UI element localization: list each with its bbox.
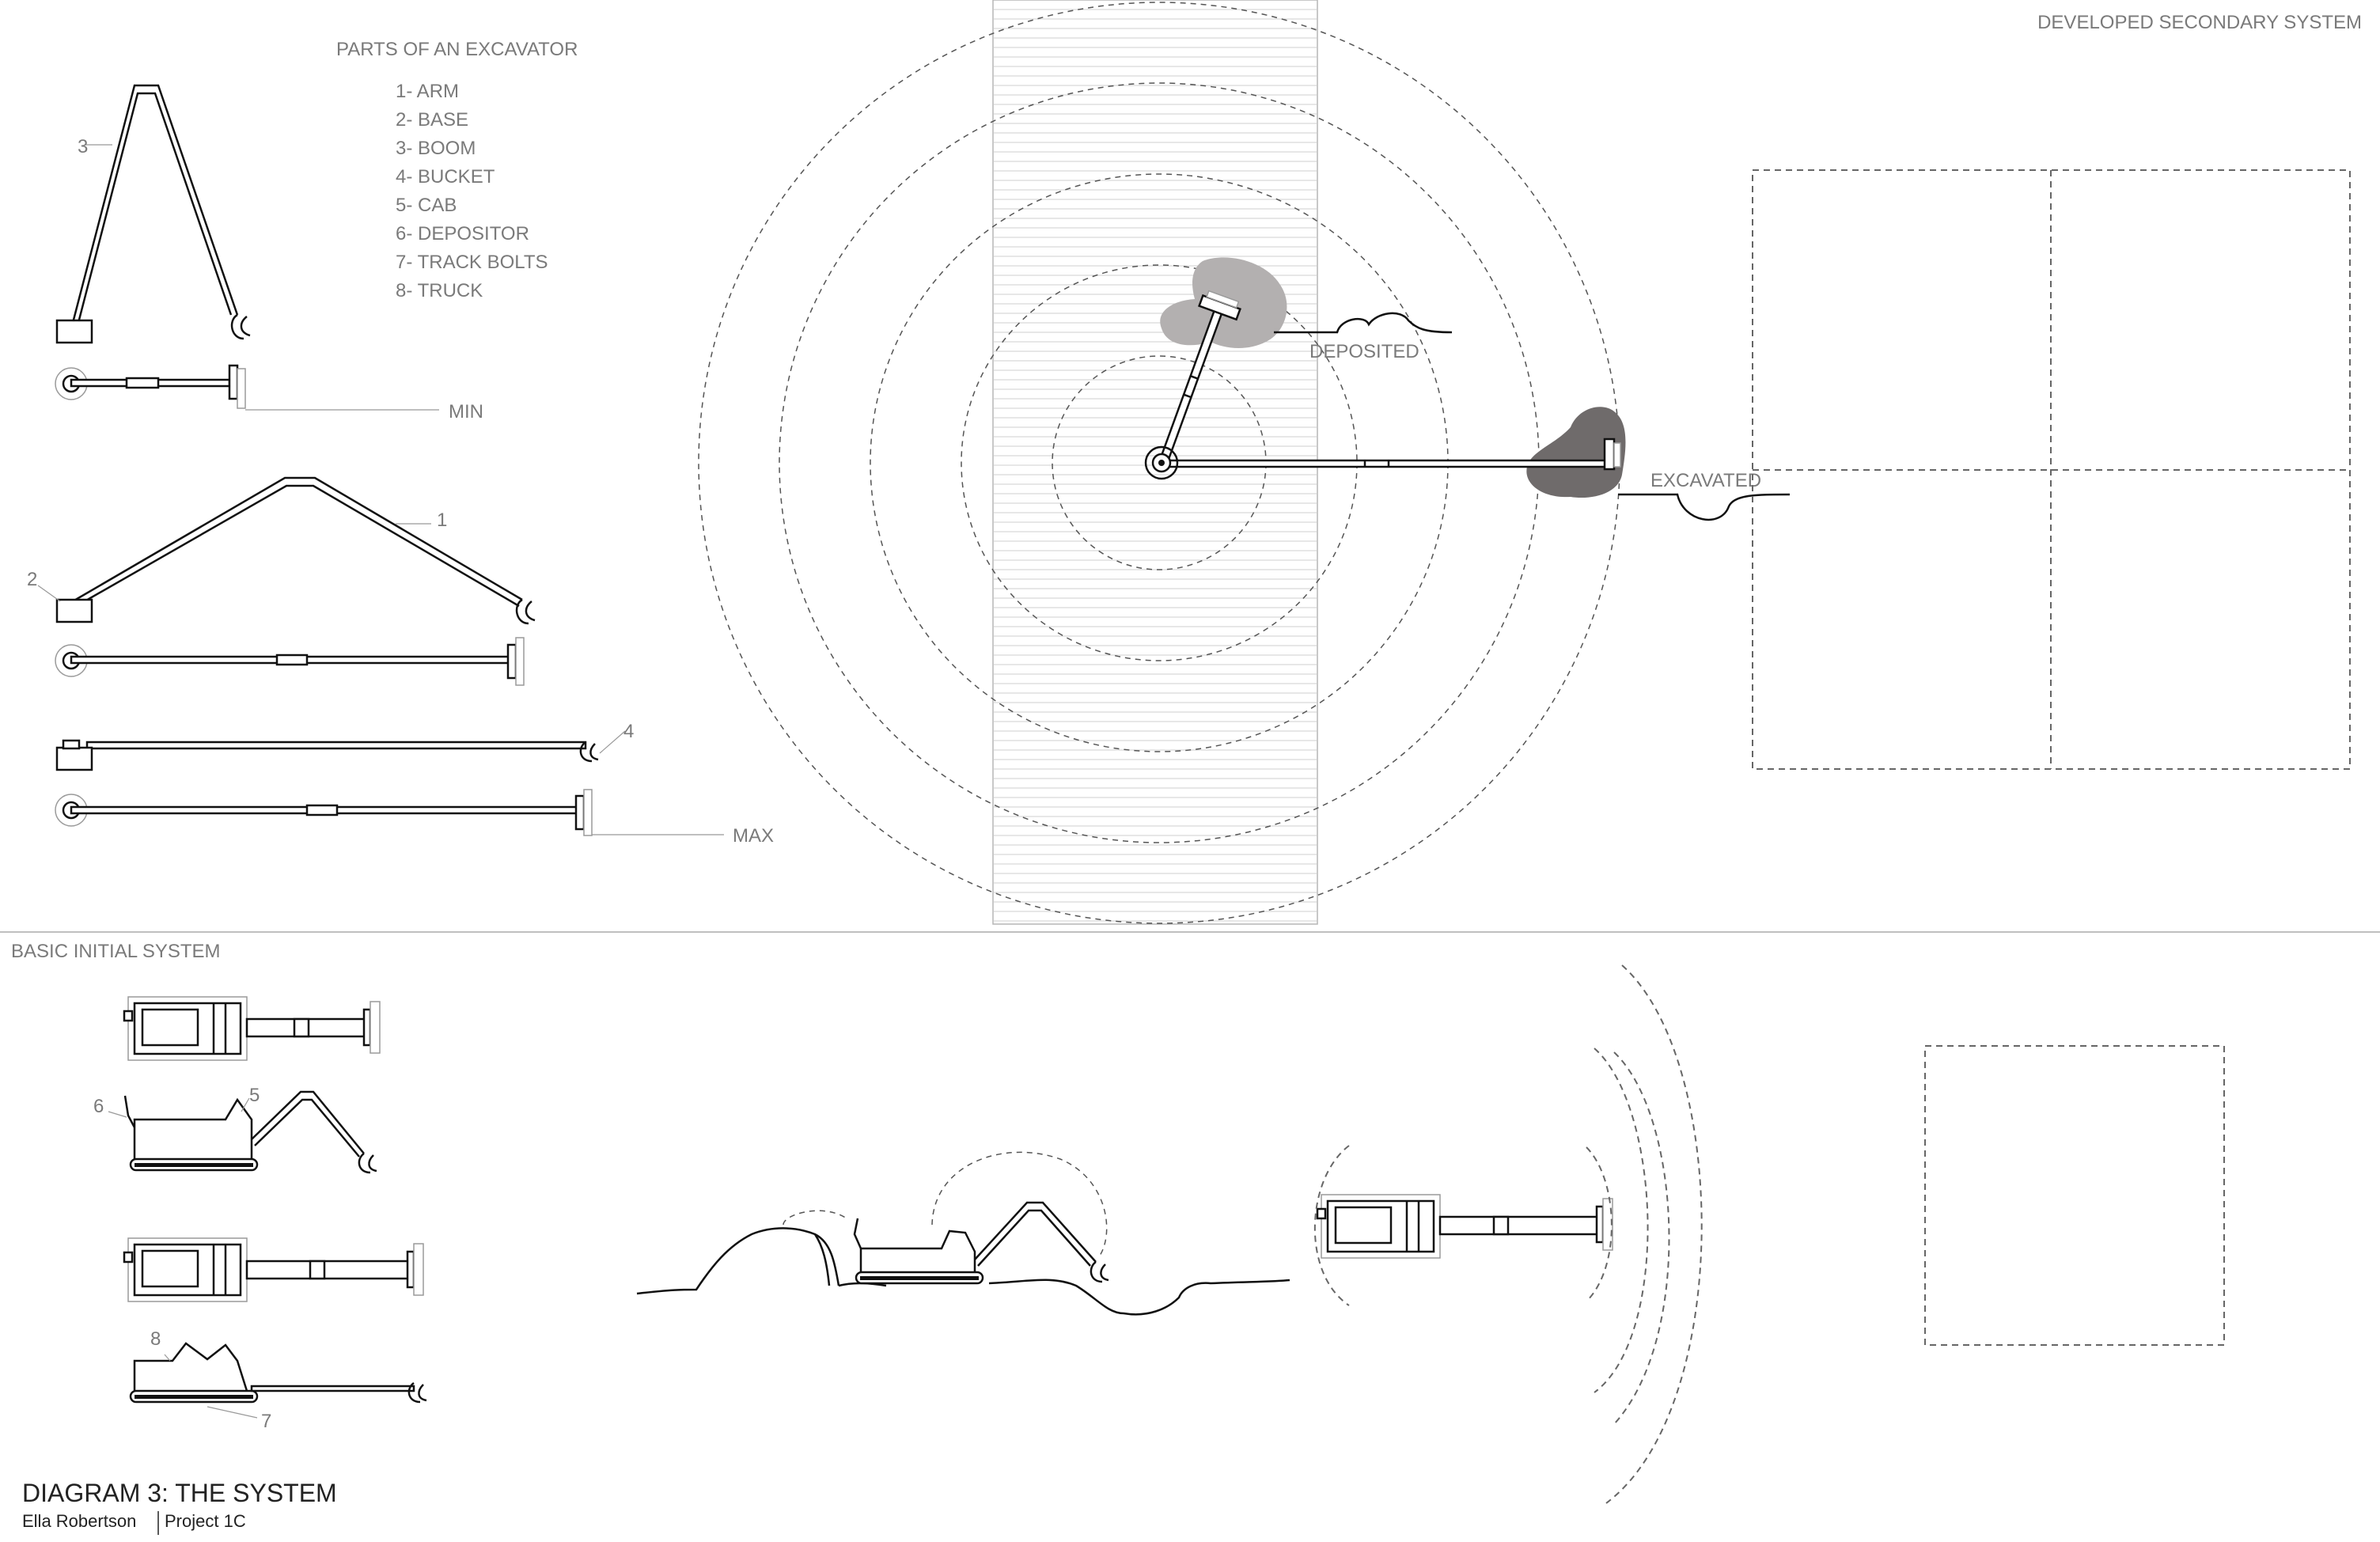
scene-truck-top-view: [1316, 1194, 1613, 1259]
mid-config-top-view: [55, 637, 525, 686]
part-arm: 1- ARM: [396, 81, 459, 102]
callout-2: 2: [27, 569, 37, 590]
truck-top-view-2: [123, 1237, 424, 1302]
callout-6: 6: [93, 1096, 104, 1117]
max-label: MAX: [733, 825, 774, 847]
min-label: MIN: [449, 401, 483, 422]
part-track-bolts: 7- TRACK BOLTS: [396, 252, 548, 273]
secondary-grid: [1752, 169, 2351, 770]
part-cab: 5- CAB: [396, 195, 457, 216]
part-boom: 3- BOOM: [396, 138, 476, 159]
excavated-ground-line: [1618, 493, 1791, 521]
developed-secondary-system-title: DEVELOPED SECONDARY SYSTEM: [2037, 12, 2362, 33]
callout-7: 7: [261, 1411, 271, 1432]
scene-excavator: [853, 1201, 1109, 1285]
max-config-top-view: MAX: [55, 789, 774, 847]
callout-8: 8: [150, 1328, 161, 1350]
callout-4: 4: [623, 721, 634, 742]
truck-side-view-1: 6 5: [93, 1085, 377, 1174]
parts-list: 1- ARM 2- BASE 3- BOOM 4- BUCKET 5- CAB …: [396, 81, 548, 301]
deposited-label: DEPOSITED: [1309, 341, 1419, 362]
part-truck: 8- TRUCK: [396, 280, 483, 301]
callout-5: 5: [249, 1085, 260, 1106]
part-base: 2- BASE: [396, 109, 468, 131]
parts-heading: PARTS OF AN EXCAVATOR: [336, 39, 578, 60]
project-name: Project 1C: [165, 1511, 246, 1531]
callout-3: 3: [78, 136, 88, 157]
basic-initial-system-title: BASIC INITIAL SYSTEM: [11, 941, 221, 962]
min-config-top-view: MIN: [55, 364, 483, 422]
part-depositor: 6- DEPOSITOR: [396, 223, 529, 244]
excavated-label: EXCAVATED: [1650, 470, 1761, 491]
min-config-side-view: 3: [55, 84, 251, 344]
excavated-pile: [1526, 407, 1626, 498]
max-config-side-view: 4: [55, 721, 634, 771]
initial-system-square: [1924, 1045, 2225, 1346]
author-name: Ella Robertson: [22, 1511, 136, 1531]
sweep-arcs: [1313, 964, 1703, 1504]
deposited-ground-line: [1274, 312, 1453, 334]
center-excavator-top-view: [1144, 290, 1621, 480]
part-bucket: 4- BUCKET: [396, 166, 495, 188]
mid-config-side-view: 1 2: [27, 476, 536, 625]
callout-1: 1: [437, 510, 447, 531]
diagram-title: DIAGRAM 3: THE SYSTEM: [22, 1479, 337, 1507]
truck-side-view-2: 8 7: [129, 1328, 427, 1432]
truck-top-view-1: [123, 996, 381, 1061]
